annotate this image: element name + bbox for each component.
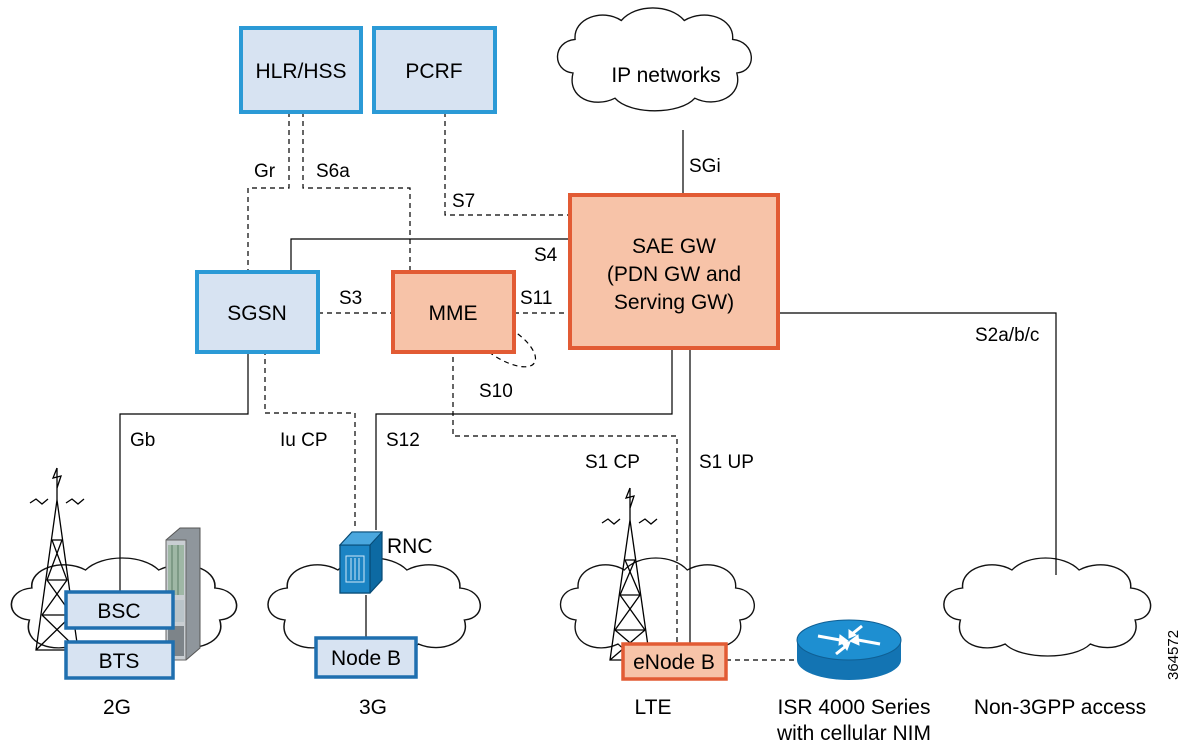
s11-interface-label: S11 — [520, 288, 552, 309]
pcrf-node: PCRF — [372, 26, 497, 114]
s6a-interface-label: S6a — [316, 161, 350, 182]
s7-interface-label: S7 — [452, 191, 475, 212]
s4-interface-label: S4 — [534, 245, 558, 266]
mme-label: MME — [429, 302, 478, 325]
non-3gpp-network-label: Non-3GPP access — [974, 696, 1146, 719]
sgi-interface-label: SGi — [689, 156, 721, 177]
hlr-hss-node: HLR/HSS — [239, 26, 363, 114]
bts-node: BTS — [64, 640, 175, 680]
mme-node: MME — [391, 270, 516, 354]
iu-cp-interface-label: Iu CP — [280, 430, 328, 451]
gr-interface-label: Gr — [254, 161, 276, 182]
isr-router-icon — [796, 619, 902, 680]
s1-cp-interface-label: S1 CP — [585, 452, 640, 473]
s1-up-interface-label: S1 UP — [699, 452, 754, 473]
s12-interface-label: S12 — [386, 430, 420, 451]
isr-label-line1: ISR 4000 Series — [778, 696, 931, 719]
rnc-device-icon — [338, 531, 384, 594]
gb-interface-label: Gb — [130, 430, 155, 451]
isr-label-line2: with cellular NIM — [776, 722, 931, 745]
ip-networks-label: IP networks — [611, 64, 720, 87]
sae-gw-label-line1: SAE GW — [632, 235, 716, 258]
lte-cloud — [559, 557, 756, 657]
solid-links — [119, 130, 1057, 644]
dashed-links — [247, 112, 797, 661]
bsc-node: BSC — [64, 590, 175, 630]
sgsn-label: SGSN — [227, 302, 287, 325]
node-b-label: Node B — [331, 647, 401, 670]
bts-label: BTS — [99, 650, 140, 673]
hlr-hss-label: HLR/HSS — [255, 60, 346, 83]
enode-b-node: eNode B — [621, 642, 728, 681]
sae-gw-node: SAE GW (PDN GW and Serving GW) — [568, 193, 780, 350]
s3-interface-label: S3 — [339, 288, 362, 309]
bsc-rack-equipment-icon — [165, 527, 201, 661]
node-b-node: Node B — [314, 636, 418, 679]
enode-b-label: eNode B — [633, 651, 715, 674]
2g-network-label: 2G — [103, 696, 131, 719]
bsc-label: BSC — [97, 600, 140, 623]
sae-gw-label-line2: (PDN GW and — [607, 263, 741, 286]
s2abc-interface-label: S2a/b/c — [975, 325, 1039, 346]
lte-network-label: LTE — [635, 696, 672, 719]
sgsn-node: SGSN — [195, 270, 320, 354]
non-3gpp-cloud — [943, 557, 1152, 657]
pcrf-label: PCRF — [405, 60, 462, 83]
figure-id-label: 364572 — [1165, 630, 1182, 680]
rnc-label: RNC — [387, 535, 433, 558]
ip-networks-cloud — [556, 7, 753, 112]
3g-network-label: 3G — [359, 696, 387, 719]
s10-interface-label: S10 — [479, 381, 513, 402]
sae-gw-label-line3: Serving GW) — [614, 291, 734, 314]
